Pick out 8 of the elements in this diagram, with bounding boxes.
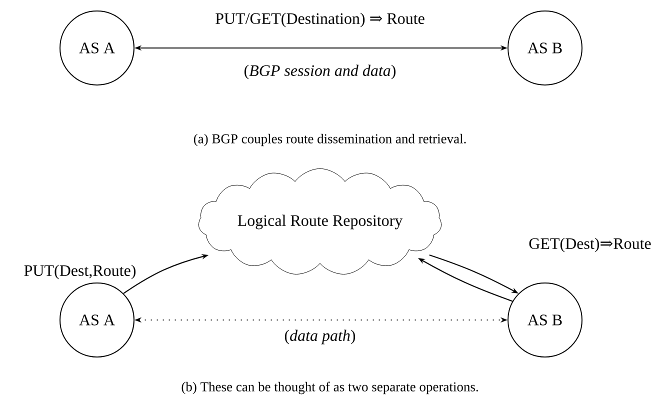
session-note: (BGP session and data)	[244, 64, 396, 80]
caption: (a) BGP couples route dissemination and retrieval.	[194, 134, 466, 146]
edge-label: (data path)	[284, 330, 356, 344]
cloud: Logical Route Repository	[198, 168, 442, 274]
edge-label: GET(Dest)⇒Route	[529, 238, 651, 252]
edge-label: PUT/GET(Destination) ⇒ Route	[216, 12, 424, 28]
edge-label: PUT(Dest,Route)	[24, 264, 136, 280]
caption: (b) These can be thought of as two separate operations.	[182, 382, 478, 394]
